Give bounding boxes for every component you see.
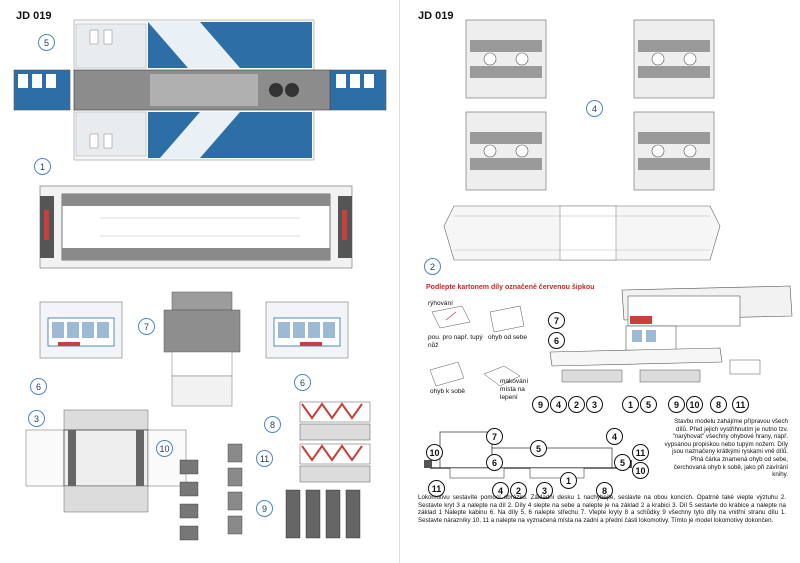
side-view-label: 6 xyxy=(486,454,503,471)
part-number-badge: 6 xyxy=(294,374,311,391)
side-view-label: 2 xyxy=(510,482,527,499)
part-2-stiffener-net xyxy=(443,205,721,261)
part-4-bogie xyxy=(465,19,547,99)
legend-glue-label: makování místa na lepení xyxy=(500,378,529,401)
part-number-badge: 1 xyxy=(34,158,51,175)
exploded-assembly-diagram xyxy=(549,285,793,383)
intro-text: Stavbu modelu zahájíme přípravou všech d… xyxy=(664,418,788,479)
right-sheet: JD 019 xyxy=(400,0,800,563)
assembly-label: 1 xyxy=(622,396,639,413)
assembly-label: 5 xyxy=(640,396,657,413)
side-view-label: 10 xyxy=(632,462,649,479)
legend-scoring: rýhování xyxy=(428,300,453,307)
part-number-badge: 6 xyxy=(30,378,47,395)
side-view-label: 5 xyxy=(614,454,631,471)
legend-fold-away: ohyb od sebe xyxy=(488,334,528,341)
assembly-label: 6 xyxy=(548,332,565,349)
assembly-label: 9 xyxy=(532,396,549,413)
part-7-roof-net xyxy=(163,291,241,407)
legend-fold-toward: ohyb k sobě xyxy=(430,388,466,395)
part-number-badge: 3 xyxy=(28,410,45,427)
part-number-badge: 4 xyxy=(586,100,603,117)
part-number-badge: 8 xyxy=(264,416,281,433)
side-view-label: 11 xyxy=(632,444,649,461)
part-6-cab-left-net xyxy=(39,301,123,359)
side-view-label: 11 xyxy=(428,480,445,497)
part-1-base-net xyxy=(39,185,353,269)
legend-scoring-detail: pou. pro např. tupý nůž xyxy=(428,334,483,349)
fold-legend-sketches xyxy=(429,305,525,387)
reinforce-heading: Podlepte kartonem díly označené červenou… xyxy=(426,284,595,291)
part-4-bogie xyxy=(633,19,715,99)
part-9-steps xyxy=(285,489,361,539)
part-number-badge: 9 xyxy=(256,500,273,517)
left-sheet: JD 019 xyxy=(13,0,400,563)
side-view-label: 4 xyxy=(606,428,623,445)
side-view-label: 8 xyxy=(596,482,613,499)
side-view-label: 5 xyxy=(530,440,547,457)
assembly-label: 4 xyxy=(550,396,567,413)
assembly-text: Lokomotivu sestavíte pomocí obrázku. Zák… xyxy=(418,494,786,524)
side-view-label: 1 xyxy=(560,472,577,489)
part-8-step-covers xyxy=(299,401,371,483)
part-number-badge: 11 xyxy=(256,450,273,467)
side-view-label: 3 xyxy=(536,482,553,499)
part-number-badge: 10 xyxy=(156,440,173,457)
assembly-label: 9 xyxy=(668,396,685,413)
assembly-label: 7 xyxy=(548,312,565,329)
assembly-label: 11 xyxy=(732,396,749,413)
page-id: JD 019 xyxy=(418,10,454,22)
part-5-body-net xyxy=(13,19,387,161)
assembly-label: 10 xyxy=(686,396,703,413)
part-number-badge: 5 xyxy=(38,34,55,51)
part-10-buffers xyxy=(179,459,199,541)
page-id: JD 019 xyxy=(16,10,52,22)
left-sheet-parts xyxy=(13,19,387,541)
side-view-label: 7 xyxy=(486,428,503,445)
part-3-cover-net xyxy=(25,409,187,513)
part-11-buffer-bodies xyxy=(227,443,243,535)
right-sheet-parts xyxy=(424,19,793,479)
side-view-label: 4 xyxy=(492,482,509,499)
assembly-label: 8 xyxy=(710,396,727,413)
assembly-label: 3 xyxy=(586,396,603,413)
side-view-label: 10 xyxy=(426,444,443,461)
part-6-cab-right-net xyxy=(265,301,349,359)
part-4-bogie xyxy=(465,111,547,191)
assembly-label: 2 xyxy=(568,396,585,413)
part-number-badge: 7 xyxy=(138,318,155,335)
part-4-bogie xyxy=(633,111,715,191)
part-number-badge: 2 xyxy=(424,258,441,275)
side-assembly-diagram xyxy=(424,431,632,479)
